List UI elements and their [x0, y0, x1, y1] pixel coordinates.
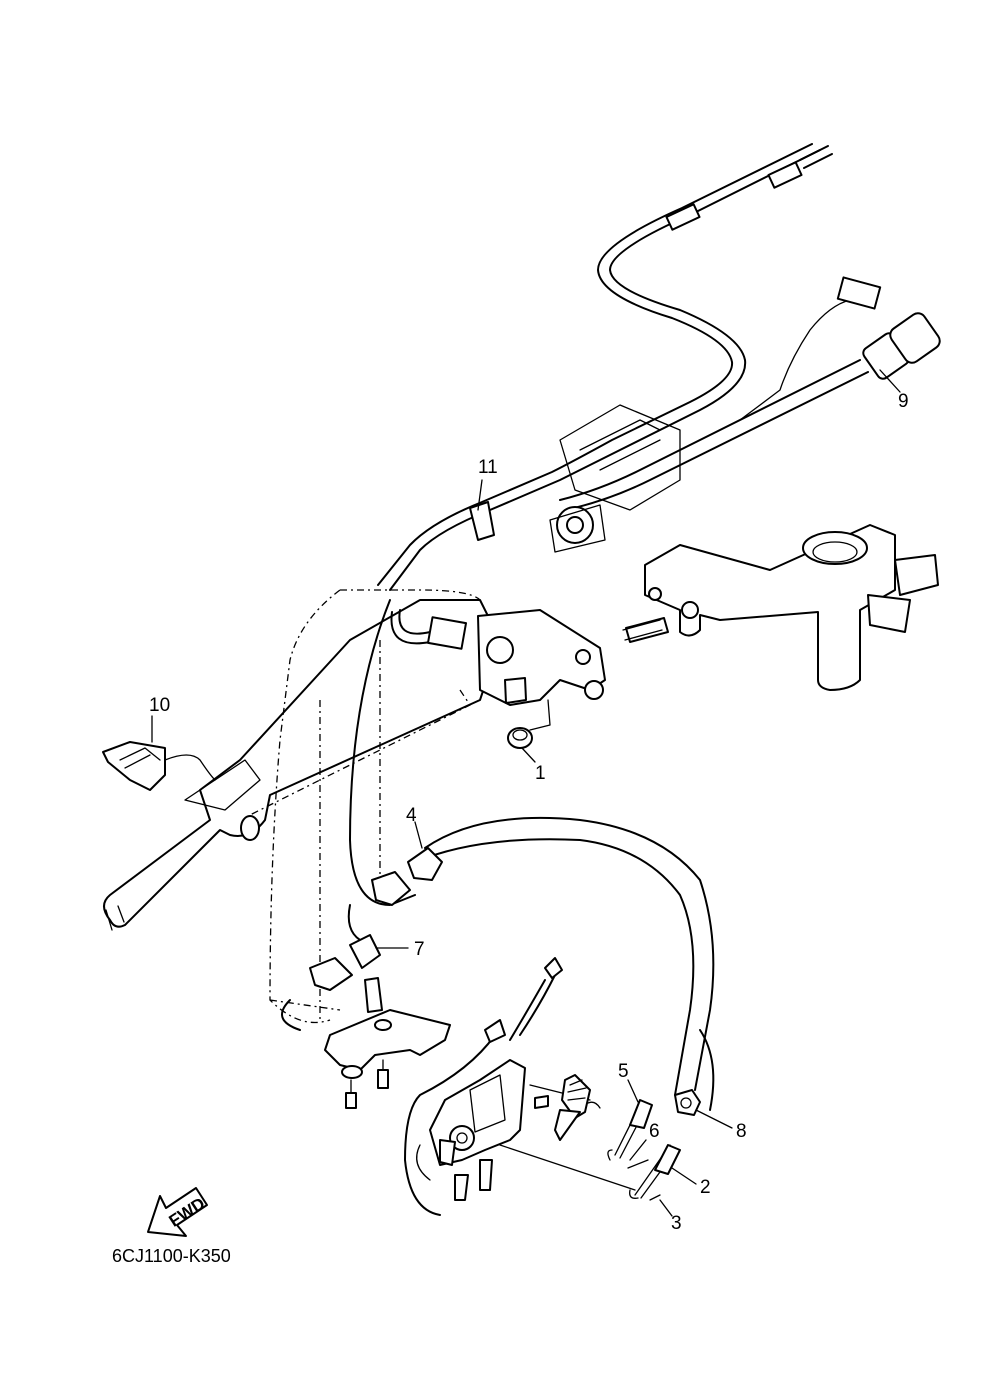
tiller-handle	[103, 599, 606, 931]
retaining-clip	[674, 1089, 701, 1116]
callout-5: 5	[618, 1061, 629, 1082]
callout-2: 2	[700, 1177, 711, 1198]
callout-11: 11	[478, 457, 498, 478]
callout-3: 3	[671, 1213, 682, 1234]
callout-leaders	[151, 369, 901, 1217]
callout-8: 8	[736, 1121, 747, 1142]
callout-4: 4	[406, 805, 417, 826]
wire-harness	[559, 276, 941, 511]
cable-clip-part	[309, 847, 443, 991]
throttle-cable	[281, 816, 715, 1111]
cable-bracket-assembly	[469, 404, 681, 553]
steering-arm	[622, 524, 939, 691]
grip-part	[102, 741, 216, 791]
diagram-code: 6CJ1100-K350	[112, 1246, 231, 1266]
nut-part	[507, 699, 551, 749]
switch-harness	[349, 599, 467, 906]
callout-6: 6	[649, 1121, 660, 1142]
remote-control-cables	[377, 143, 833, 591]
shift-mechanism	[404, 957, 636, 1216]
main-harness-connector	[862, 312, 941, 380]
callout-7: 7	[414, 939, 425, 960]
callout-1: 1	[535, 763, 546, 784]
shift-lever-gear	[534, 1074, 601, 1141]
callout-9: 9	[898, 391, 909, 412]
shift-rods	[607, 1099, 681, 1201]
mount-bracket	[324, 977, 451, 1109]
callout-10: 10	[149, 695, 171, 716]
fwd-arrow-icon: FWD	[147, 1187, 208, 1237]
